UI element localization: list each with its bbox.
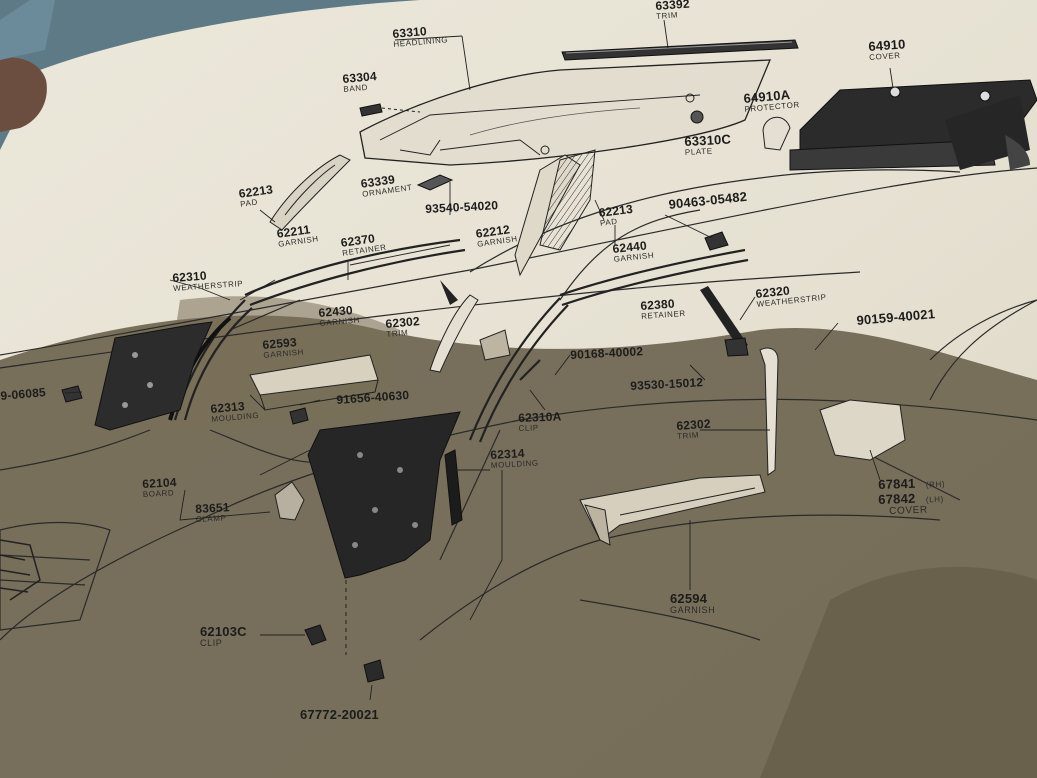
label-62103c: 62103C CLIP: [200, 625, 247, 648]
part-number: 64910: [867, 36, 907, 54]
hand: [0, 57, 47, 132]
seat-grille: [0, 539, 41, 601]
retainer-rear: [700, 286, 748, 350]
part-number: 9-06085: [0, 385, 47, 403]
fastener-9-06085: [61, 385, 83, 403]
trim-62302-upper: [429, 294, 479, 373]
label-62310a: 62310A CLIP: [517, 409, 562, 433]
part-name: GARNISH: [670, 605, 716, 615]
leader-lines: [64, 19, 894, 701]
label-64910: 64910 COVER: [867, 36, 907, 62]
garnish-62594: [579, 474, 766, 546]
part-number: 90168-40002: [569, 344, 644, 362]
label-62430: 62430 GARNISH: [318, 303, 360, 328]
label-62302-upper: 62302 TRIM: [385, 314, 421, 339]
part-number: 62310A: [517, 409, 562, 425]
clip-91656: [289, 407, 309, 425]
label-67772-20021: 67772-20021: [300, 708, 379, 721]
label-9-06085: 9-06085: [0, 385, 47, 403]
pillar-garnish-center: [514, 149, 596, 277]
band-leader: [381, 107, 421, 113]
part-number: 93530-15012: [629, 375, 704, 393]
label-67842-cover: COVER: [889, 505, 928, 517]
part-number: 62594: [670, 591, 708, 606]
cover-assembly: [789, 79, 1037, 171]
label-63310c: 63310C PLATE: [683, 131, 732, 157]
bracket-small: [479, 329, 511, 361]
protector-clip: [762, 116, 791, 151]
headlining-panel: [359, 59, 771, 166]
pillar-pad-left: [269, 154, 351, 231]
part-side: (RH): [925, 479, 946, 490]
clip-62103c: [304, 624, 327, 646]
cover-67841: [819, 399, 906, 461]
photo-shadow: [0, 315, 1037, 778]
retainer-front: [440, 280, 458, 305]
label-62302-lower: 62302 TRIM: [676, 417, 712, 441]
front-door-frame: [173, 238, 466, 421]
part-number: 67841: [878, 475, 916, 492]
part-name: CLIP: [518, 423, 539, 433]
clamp-83651: [274, 481, 305, 521]
label-62213-pad-right: 62213 PAD: [598, 202, 635, 228]
moulding-62314: [444, 449, 463, 526]
rear-door-frame: [468, 248, 749, 443]
band: [359, 103, 383, 117]
label-62440: 62440 GARNISH: [612, 238, 655, 263]
label-62104: 62104 BOARD: [142, 475, 177, 499]
board-upper-left: [94, 321, 213, 431]
plate: [690, 110, 704, 124]
part-name: COVER: [889, 504, 928, 517]
label-83651: 83651 CLAMP: [195, 500, 230, 524]
label-63304: 63304 BAND: [342, 69, 378, 94]
part-name: CLIP: [200, 638, 223, 648]
trim-strip-top: [561, 39, 799, 61]
screw-67772: [363, 659, 385, 683]
ornament: [416, 174, 454, 191]
label-62380: 62380 RETAINER: [640, 297, 686, 321]
clip-90463: [704, 231, 729, 251]
label-93530-15012: 93530-15012: [629, 375, 704, 393]
label-93540-54020: 93540-54020: [424, 198, 499, 216]
part-number: 67772-20021: [300, 707, 379, 722]
sleeve: [0, 0, 55, 60]
photo-shadow-corner: [760, 566, 1037, 778]
label-62313: 62313 MOULDING: [210, 399, 260, 424]
part-number: 93540-54020: [424, 198, 499, 216]
label-62314: 62314 MOULDING: [490, 446, 539, 470]
label-63392: 63392 TRIM: [655, 0, 691, 21]
label-62594: 62594 GARNISH: [670, 592, 715, 615]
part-number: 62103C: [200, 624, 247, 639]
part-number: 63310C: [683, 131, 732, 149]
board-62104: [307, 411, 461, 579]
label-90168-40002: 90168-40002: [569, 344, 644, 362]
trim-62302-lower: [759, 347, 779, 476]
label-62593: 62593 GARNISH: [262, 335, 304, 360]
part-side: (LH): [925, 494, 945, 505]
